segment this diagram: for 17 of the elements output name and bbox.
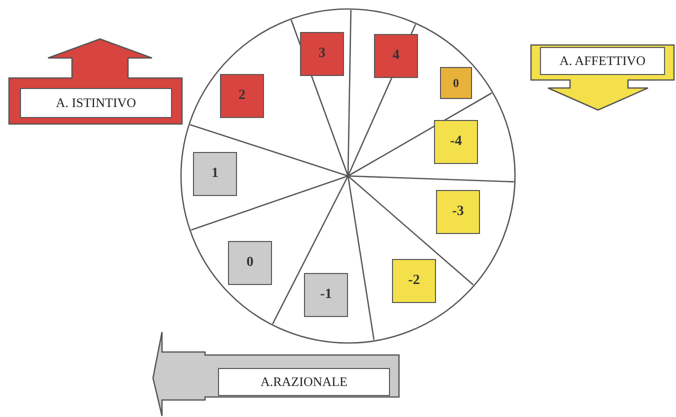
number-square: 0 bbox=[440, 67, 472, 99]
number-square: 1 bbox=[193, 152, 237, 196]
number-square: -2 bbox=[392, 259, 436, 303]
number-square: 0 bbox=[228, 241, 272, 285]
number-square: -3 bbox=[436, 190, 480, 234]
number-square: 4 bbox=[374, 34, 418, 78]
arrow-label: A. AFFETTIVO bbox=[540, 47, 665, 75]
pie-circle bbox=[180, 8, 516, 344]
number-square: 2 bbox=[220, 74, 264, 118]
block-arrow bbox=[150, 330, 400, 417]
number-square: -1 bbox=[304, 273, 348, 317]
arrow-label: A. ISTINTIVO bbox=[20, 88, 172, 118]
arrow-label: A.RAZIONALE bbox=[218, 368, 390, 396]
number-square: 3 bbox=[300, 32, 344, 76]
block-arrow bbox=[8, 38, 184, 126]
number-square: -4 bbox=[434, 120, 478, 164]
block-arrow bbox=[530, 44, 675, 112]
